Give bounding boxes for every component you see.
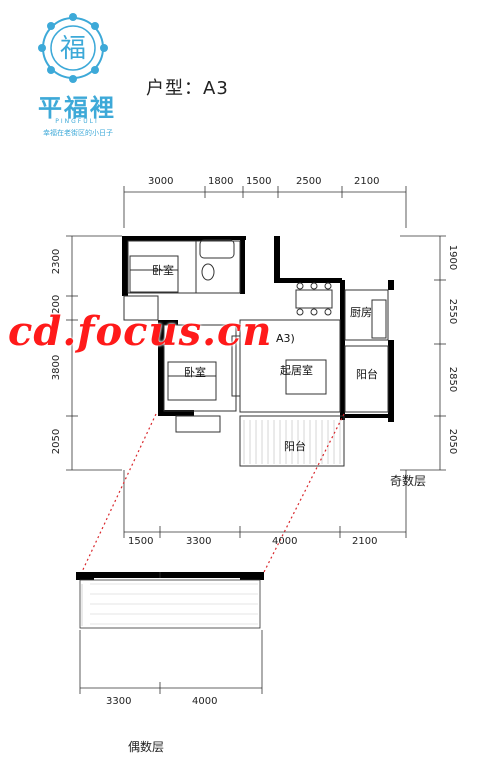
even-floor-plan [76,572,264,629]
interior-lines [123,239,389,467]
brand-slogan: 幸福在老街区的小日子 [43,129,113,137]
top-dim-5: 2100 [354,176,380,187]
even-dim-1: 3300 [106,696,132,707]
room-balcony-small: 阳台 [356,368,378,381]
bottom-dim-4: 2100 [352,536,378,547]
brand-name: 平福裡 [38,93,116,122]
walls [122,236,394,422]
brand-name-en: PINGFULI [55,118,99,125]
even-floor-label: 偶数层 [128,740,165,754]
room-balcony-big: 阳台 [284,440,306,453]
top-dim-2: 1800 [208,176,234,187]
room-living: 起居室 [280,364,313,377]
top-dim-3: 1500 [246,176,272,187]
bottom-dim-1: 1500 [128,536,154,547]
right-dim-4: 2050 [447,428,459,455]
left-dim-1: 2300 [51,248,63,275]
room-kitchen: 厨房 [350,306,372,319]
unit-title: 户型：A3 [146,78,229,99]
even-dimension-lines [79,630,263,694]
logo-character: 福 [60,34,86,64]
logo-emblem-icon: 福 [38,13,108,83]
watermark: cd.focus.cn [8,308,273,355]
bottom-dim-3: 4000 [272,536,298,547]
even-dim-2: 4000 [192,696,218,707]
dimension-lines [66,186,446,538]
left-dim-3: 3800 [51,354,63,381]
projection-lines [79,413,345,577]
unit-tag: A3) [276,332,295,345]
top-dim-4: 2500 [296,176,322,187]
left-dim-4: 2050 [51,428,63,455]
brand-logo: 福 [28,12,118,84]
bottom-dim-2: 3300 [186,536,212,547]
top-dim-1: 3000 [148,176,174,187]
right-dim-1: 1900 [447,244,459,271]
balcony-hatch [243,420,341,464]
odd-floor-label: 奇数层 [390,474,427,488]
room-bedroom-1: 卧室 [152,264,174,277]
room-bedroom-2: 卧室 [184,366,206,379]
right-dim-3: 2850 [447,366,459,393]
